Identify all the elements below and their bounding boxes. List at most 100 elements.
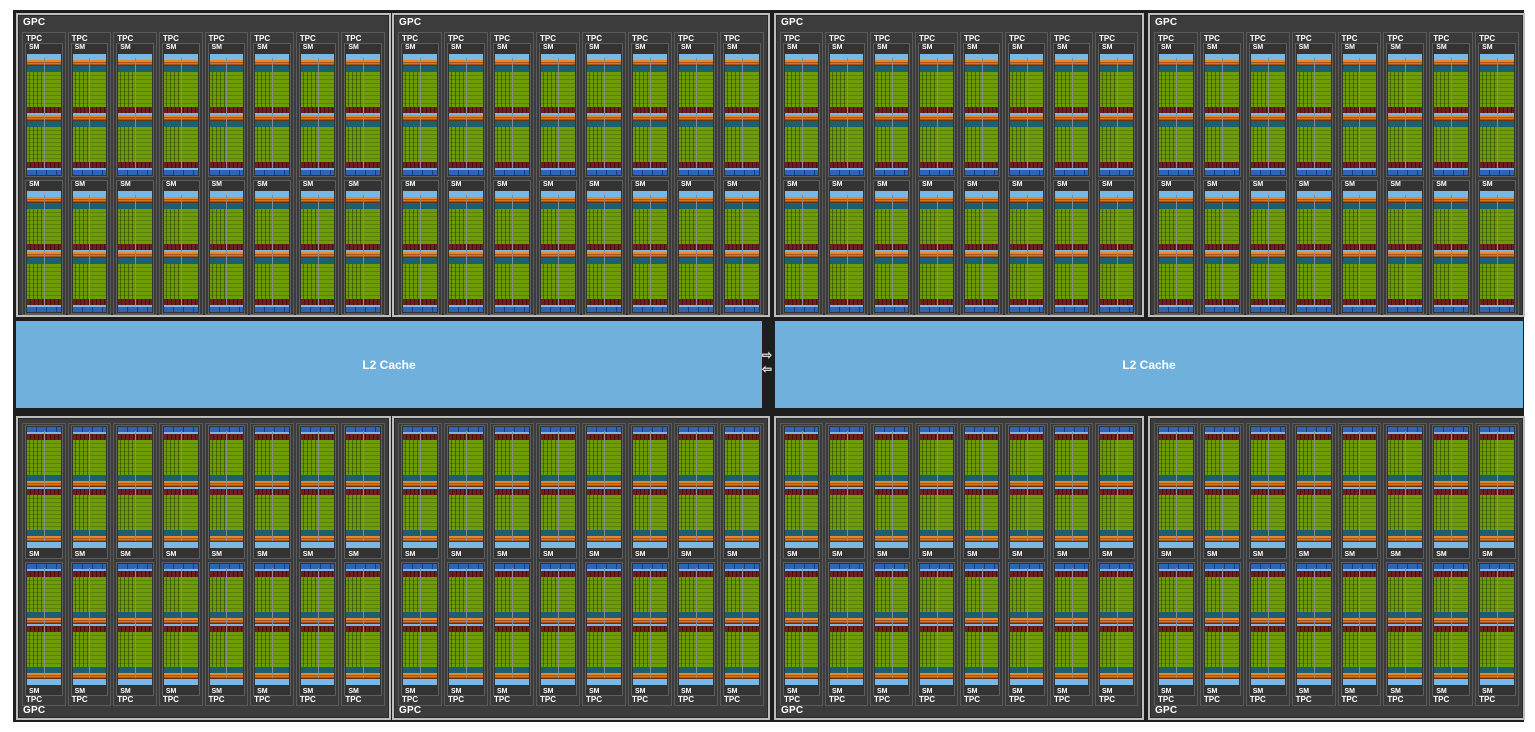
sm-internals: [725, 564, 759, 685]
tpc-label: TPC: [345, 34, 362, 43]
sm-block: SM: [1478, 43, 1516, 177]
tpc-label: TPC: [1203, 695, 1220, 704]
processing-block-divider: [43, 567, 45, 678]
tpc-label: TPC: [162, 695, 179, 704]
l1-cache-strip: [679, 678, 713, 682]
processing-block-divider: [936, 567, 938, 678]
processing-block-divider: [1071, 57, 1073, 168]
sm-label: SM: [1344, 44, 1356, 51]
sm-block: SM: [631, 425, 669, 559]
l1-cache-strip: [495, 191, 529, 195]
tex-unit-strip: [679, 564, 713, 569]
sm-block: SM: [493, 562, 531, 696]
sm-internals: [679, 427, 713, 548]
sm-label: SM: [1057, 44, 1068, 51]
gpc-label: GPC: [399, 17, 422, 28]
processing-block-divider: [558, 57, 559, 168]
sm-internals: [209, 427, 244, 548]
l1-cache-strip: [920, 544, 953, 548]
sm-block: SM: [539, 43, 577, 177]
l1-cache-strip: [495, 681, 529, 685]
sm-block: SM: [1053, 562, 1090, 696]
sm-block: SM: [1340, 180, 1379, 314]
sm-block: SM: [493, 180, 531, 314]
l1-cache-strip: [118, 167, 152, 171]
tex-unit-strip: [72, 427, 107, 432]
tex-unit-strip: [72, 307, 107, 312]
tpc-label: TPC: [1433, 695, 1450, 704]
tex-unit-strip: [163, 170, 198, 175]
sm-label: SM: [451, 551, 462, 558]
processing-block-divider: [891, 430, 893, 541]
l1-cache-strip: [875, 304, 908, 308]
l1-cache-strip: [725, 681, 759, 685]
processing-block-divider: [1313, 567, 1315, 678]
sm-label: SM: [1161, 551, 1172, 558]
sm-internals: [163, 564, 198, 685]
l1-cache-strip: [118, 191, 152, 195]
processing-block-divider: [604, 57, 605, 168]
processing-block-divider: [650, 567, 651, 678]
l1-cache-strip: [449, 167, 483, 171]
sm-block: SM: [1340, 425, 1379, 559]
sm-internals: [725, 54, 759, 175]
sm-label: SM: [1057, 181, 1068, 188]
l1-cache-strip: [1159, 678, 1193, 682]
processing-block-divider: [1451, 430, 1453, 541]
sm-internals: [1250, 54, 1285, 175]
processing-block-divider: [180, 57, 182, 168]
l1-cache-strip: [1010, 544, 1043, 548]
tex-unit-strip: [679, 170, 713, 175]
tex-unit-strip: [1388, 564, 1423, 569]
sm-label: SM: [1390, 688, 1401, 695]
processing-block-divider: [1313, 57, 1315, 168]
sm-label: SM: [120, 44, 131, 51]
sm-internals: [449, 54, 483, 175]
tex-unit-strip: [255, 307, 289, 312]
sm-block: SM: [677, 43, 715, 177]
l1-cache-strip: [209, 54, 244, 58]
sm-internals: [830, 564, 863, 685]
tpc-label: TPC: [345, 695, 362, 704]
sm-block: SM: [70, 43, 109, 177]
sm-block: SM: [723, 425, 761, 559]
sm-block: SM: [1248, 562, 1287, 696]
sm-internals: [495, 564, 529, 685]
tpc-label: TPC: [254, 34, 271, 43]
sm-label: SM: [211, 181, 223, 188]
l1-cache-strip: [255, 681, 289, 685]
l1-cache-strip: [27, 681, 61, 685]
l1-cache-strip: [587, 191, 621, 195]
sm-label: SM: [832, 181, 843, 188]
l2-cache-label: L2 Cache: [362, 357, 416, 372]
l1-cache-strip: [725, 54, 759, 58]
sm-block: SM: [539, 562, 577, 696]
sm-label: SM: [1252, 181, 1264, 188]
sm-internals: [255, 564, 289, 685]
l1-cache-strip: [118, 541, 152, 545]
l1-cache-strip: [785, 167, 818, 171]
l1-cache-strip: [633, 54, 667, 58]
l1-cache-strip: [1342, 54, 1377, 58]
l1-cache-strip: [72, 54, 107, 58]
sm-label: SM: [727, 688, 738, 695]
l1-cache-strip: [587, 304, 621, 308]
tex-unit-strip: [1159, 170, 1193, 175]
l1-cache-strip: [27, 544, 61, 548]
l1-cache-strip: [403, 541, 437, 545]
sm-block: SM: [401, 180, 439, 314]
tpc-label: TPC: [26, 695, 42, 704]
sm-block: SM: [1053, 43, 1090, 177]
l1-cache-strip: [633, 191, 667, 195]
l1-cache-strip: [1388, 191, 1423, 195]
sm-label: SM: [589, 44, 600, 51]
tex-unit-strip: [587, 170, 621, 175]
l1-cache-strip: [1388, 541, 1423, 545]
tex-unit-strip: [875, 564, 908, 569]
sm-internals: [118, 191, 152, 312]
tpc-label: TPC: [1203, 34, 1220, 43]
